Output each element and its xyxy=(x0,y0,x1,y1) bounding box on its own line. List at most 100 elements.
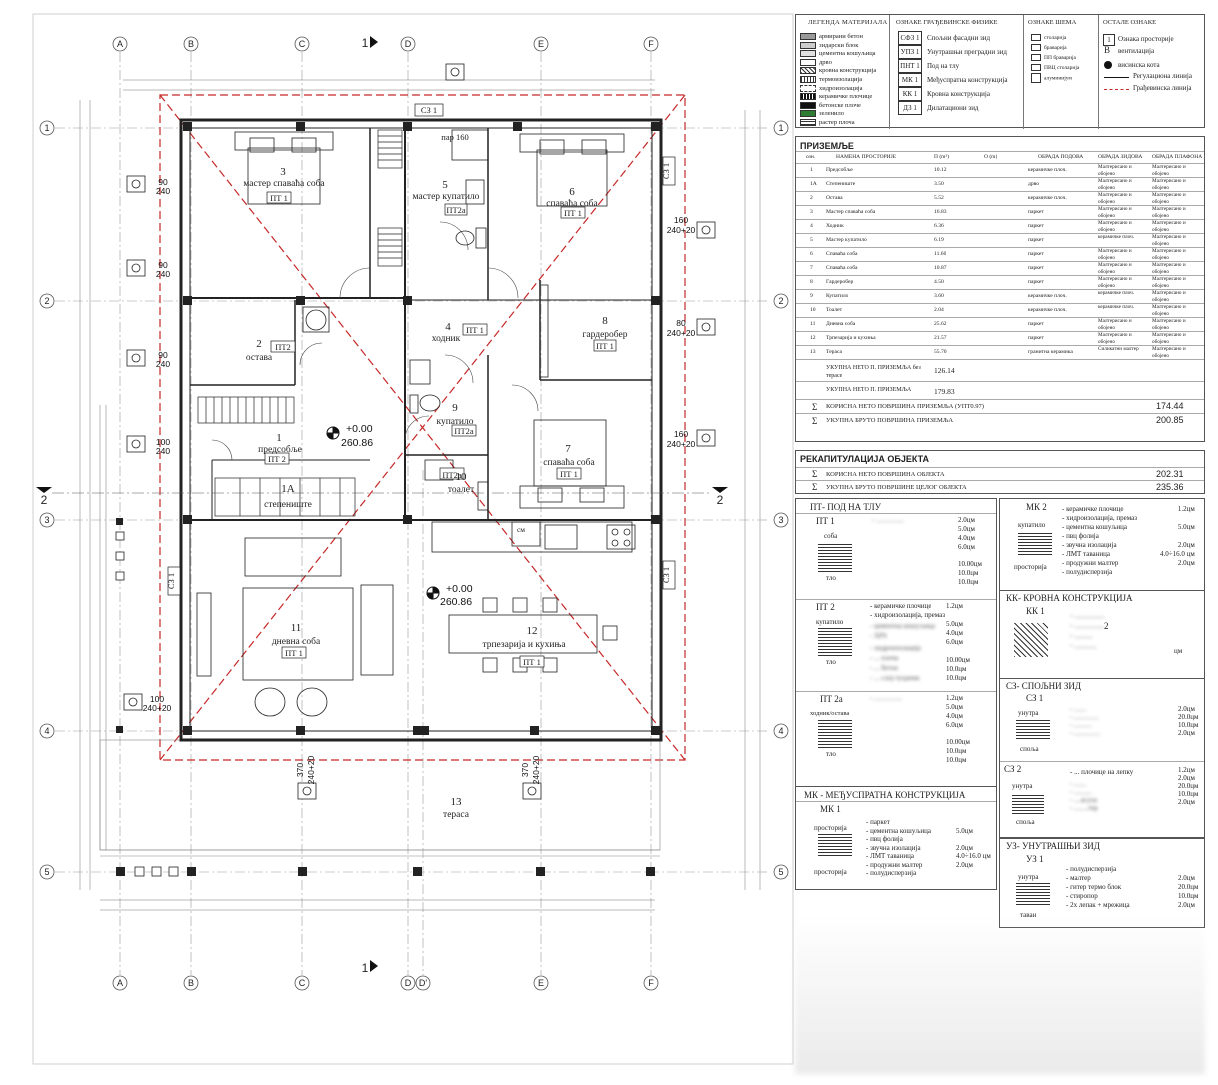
shower-label: пар 160 xyxy=(441,132,468,142)
window-height: 240+20 xyxy=(667,439,696,449)
room-number: 8 xyxy=(602,315,608,327)
axis-label: A xyxy=(117,39,123,49)
recap-title: РЕКАПИТУЛАЦИЈА ОБЈЕКТА xyxy=(800,454,930,464)
room-name: Гардеробер xyxy=(826,279,854,285)
material-item: зеленило xyxy=(800,110,876,119)
axis-label: D xyxy=(405,39,412,49)
ceiling-finish: Малтерисано и обојено xyxy=(1152,164,1186,177)
axis-label: 5 xyxy=(44,867,49,877)
regulation-line-icon xyxy=(1104,77,1129,78)
floor-finish: паркет xyxy=(1028,335,1044,341)
room-area: 3.60 xyxy=(934,293,944,299)
other-item: Ознака просторије xyxy=(1118,35,1174,43)
room-number: 2 xyxy=(256,338,262,350)
table-header: озн. НАМЕНА ПРОСТОРИЈЕ П (m²) О (m) ОБРА… xyxy=(796,151,1204,163)
layer-top: купатило xyxy=(1018,521,1046,529)
sz-block: СЗ- СПОЉНИ ЗИД СЗ 1 унутра споља - .....… xyxy=(999,678,1205,838)
ceiling-finish: Малтерисано и обојено xyxy=(1152,192,1186,205)
uz-title: УЗ- УНУТРАШЊИ ЗИД xyxy=(1006,841,1100,851)
ceiling-finish: Малтерисано и обојено xyxy=(1152,178,1186,191)
recap-table: РЕКАПИТУЛАЦИЈА ОБЈЕКТА Σ КОРИСНА НЕТО ПО… xyxy=(795,450,1205,494)
floor-finish: паркет xyxy=(1028,251,1044,257)
room-area: 10.12 xyxy=(934,167,947,173)
window-width: 90 xyxy=(158,350,168,360)
other-item: Регулациона линија xyxy=(1133,72,1192,80)
wall-finish: керамичке плоч. xyxy=(1098,304,1134,310)
sz-title: СЗ- СПОЉНИ ЗИД xyxy=(1006,681,1082,691)
table-row: Σ УКУПНА БРУТО ПОВРШИНА ПРИЗЕМЉА 200.85 xyxy=(796,413,1204,427)
schema-item: столарија xyxy=(1031,33,1079,43)
wall-finish: Малтерисано и обојено xyxy=(1098,332,1132,345)
axis-label: A xyxy=(117,978,123,988)
room-area: 16.83 xyxy=(934,209,947,215)
ceiling-finish: Малтерисано и обојено xyxy=(1152,220,1186,233)
row-number: 5 xyxy=(810,237,813,243)
window-height: 240 xyxy=(156,446,170,456)
wall-tag: СЗ 1 xyxy=(421,105,437,115)
level-abs: 260.86 xyxy=(440,596,472,608)
room-name: Тоалет xyxy=(826,307,843,313)
row-number: 1 xyxy=(810,167,813,173)
room-name: предсобље xyxy=(258,444,302,455)
floor-finish: паркет xyxy=(1028,265,1044,271)
layer-list: - паркет- цементна кошуљица- пвц фолија-… xyxy=(866,818,932,877)
mk2-block: МК 2 купатило просторија - керамичке пло… xyxy=(999,498,1205,602)
axis-label: F xyxy=(648,978,654,988)
layer-sz2: СЗ 2 унутра споља - ... плочице на лепку… xyxy=(1000,761,1204,837)
row-number: 8 xyxy=(810,279,813,285)
legend-panel: ЛЕГЕНДА МАТЕРИЈАЛА армирани бетон зидарс… xyxy=(795,14,1207,1080)
row-number: 12 xyxy=(810,335,816,341)
axis-label: 3 xyxy=(44,515,49,525)
layer-bottom: просторија xyxy=(1014,563,1047,571)
material-item: растер плоча xyxy=(800,119,876,128)
table-row: Σ УКУПНА БРУТО ПОВРШИНЕ ЦЕЛОГ ОБЈЕКТА 23… xyxy=(796,480,1204,493)
room-name: Спаваћа соба xyxy=(826,265,858,271)
window-height: 240 xyxy=(156,269,170,279)
axis-label: 4 xyxy=(778,726,783,736)
axis-label: E xyxy=(538,978,544,988)
floor-finish: паркет xyxy=(1028,209,1044,215)
room-code: ПТ2a xyxy=(442,470,462,480)
row-number: 1A xyxy=(810,181,817,187)
floor-plan-drawing: A B C D E F A B C D D' E F 1 2 3 4 5 1 2… xyxy=(32,13,794,1065)
room-number: 5 xyxy=(442,179,448,191)
other-item: Грађевинска линија xyxy=(1133,84,1192,92)
room-name: тераса xyxy=(443,810,470,820)
row-number: 10 xyxy=(810,307,816,313)
axis-label: E xyxy=(538,39,544,49)
floor-finish: паркет xyxy=(1028,237,1044,243)
room-area: 21.57 xyxy=(934,335,947,341)
level-symbol-icon xyxy=(1104,61,1112,69)
material-item: термоизолација xyxy=(800,76,876,85)
level-value: +0.00 xyxy=(446,583,473,595)
material-item: керамичке плочице xyxy=(800,93,876,102)
wall-tag: СЗ 1 xyxy=(166,573,176,589)
kk1-unit: цм xyxy=(1174,647,1183,655)
row-number: 11 xyxy=(810,321,816,327)
window-height: 240+20 xyxy=(531,755,541,784)
room-code: ПТ 1 xyxy=(523,657,541,667)
level-value: +0.00 xyxy=(346,423,373,435)
room-name: трпезарија и кухиња xyxy=(482,640,566,650)
kk-title: КК- КРОВНА КОНСТРУКЦИЈА xyxy=(1006,593,1133,603)
vent-symbol: В xyxy=(1104,45,1111,55)
window-width: 370 xyxy=(520,763,530,777)
room-number: 10 xyxy=(456,471,468,483)
ceiling-finish: Малтерисано и обојено xyxy=(1152,304,1186,317)
uz-block: УЗ- УНУТРАШЊИ ЗИД УЗ 1 унутра таван - по… xyxy=(999,838,1205,928)
room-area: 11.60 xyxy=(934,251,947,257)
ground-floor-table: ПРИЗЕМЉЕ озн. НАМЕНА ПРОСТОРИЈЕ П (m²) О… xyxy=(795,136,1205,442)
table-row: Σ КОРИСНА НЕТО ПОВРШИНА ОБЈЕКТА 202.31 xyxy=(796,467,1204,480)
floor-finish: паркет xyxy=(1028,223,1044,229)
roof-hatch xyxy=(1014,623,1048,657)
floor-plan: A B C D E F A B C D D' E F 1 2 3 4 5 1 2… xyxy=(32,13,794,1065)
room-number: 11 xyxy=(291,622,302,634)
row-number: 9 xyxy=(810,293,813,299)
ground-floor-title: ПРИЗЕМЉЕ xyxy=(800,141,854,151)
other-item: висинска кота xyxy=(1118,61,1160,69)
room-code: ПТ 1 xyxy=(466,325,484,335)
window-width: 370 xyxy=(295,763,305,777)
wall-finish: Малтерисано и обојено xyxy=(1098,206,1132,219)
